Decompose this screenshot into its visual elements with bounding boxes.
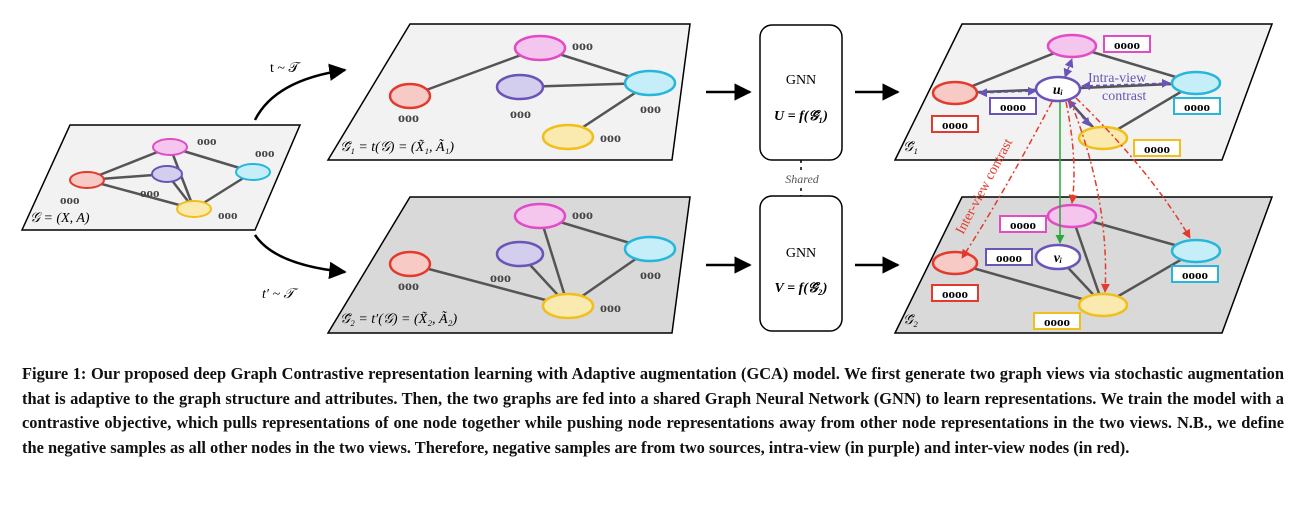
- feature-vector: oooo: [1114, 37, 1140, 52]
- feature-vector: ooo: [600, 131, 621, 146]
- feature-vector: oooo: [942, 117, 968, 132]
- anchor-node-u: uᵢ: [1053, 83, 1063, 98]
- feature-vector: ooo: [510, 107, 531, 122]
- intra-view-label-line2: contrast: [1102, 89, 1146, 104]
- feature-vector: ooo: [600, 301, 621, 316]
- feature-vector: oooo: [1010, 217, 1036, 232]
- inter-view-arrows: [961, 97, 1191, 293]
- feature-vector: ooo: [490, 271, 511, 286]
- gca-figure: ooo ooo ooo ooo ooo 𝒢 = (X, A) t ~ 𝒯 t′ …: [20, 23, 1274, 334]
- caption-text: Our proposed deep Graph Contrastive repr…: [22, 364, 1284, 457]
- figure-number: Figure 1:: [22, 364, 87, 383]
- augment-arrow-top: [253, 63, 347, 121]
- svg-text:GNN: GNN: [786, 246, 816, 261]
- shared-label: Shared: [785, 172, 820, 186]
- feature-vector: ooo: [572, 39, 593, 54]
- augment-arrow-bottom: [253, 234, 347, 280]
- output2-label: 𝒢̃₂: [903, 313, 918, 328]
- svg-text:U = f(𝒢̃₁): U = f(𝒢̃₁): [774, 109, 828, 124]
- output-view1-panel: uᵢ oooo oooo oooo oooo oooo Intra-view c…: [893, 23, 1274, 161]
- feature-vector: oooo: [1182, 267, 1208, 282]
- feature-vector: ooo: [640, 102, 661, 117]
- feature-vector: oooo: [1184, 99, 1210, 114]
- gnn-encoder-top: GNN U = f(𝒢̃₁): [759, 24, 843, 161]
- view1-label: 𝒢̃₁ = t(𝒢) = (X̃₁, Ã₁): [340, 138, 454, 155]
- svg-text:V = f(𝒢̃₂): V = f(𝒢̃₂): [775, 281, 828, 296]
- view2-label: 𝒢̃₂ = t′(𝒢) = (X̃₂, Ã₂): [340, 310, 457, 327]
- feature-vector: ooo: [640, 268, 661, 283]
- feature-vector: ooo: [398, 111, 419, 126]
- input-graph-panel: ooo ooo ooo ooo ooo 𝒢 = (X, A): [20, 124, 302, 231]
- gnn-encoder-bottom: GNN V = f(𝒢̃₂): [759, 195, 843, 332]
- output1-label: 𝒢̃₁: [903, 140, 918, 155]
- feature-vector: ooo: [572, 208, 593, 223]
- input-graph-label: 𝒢 = (X, A): [30, 211, 90, 226]
- feature-vector: ooo: [197, 133, 217, 148]
- feature-vector: oooo: [996, 250, 1022, 265]
- positive-node-v: vᵢ: [1054, 251, 1063, 266]
- feature-vector: ooo: [60, 192, 80, 207]
- intra-view-label-line1: Intra-view: [1088, 71, 1147, 86]
- output-view2-panel: vᵢ oooo oooo oooo oooo oooo 𝒢̃₂: [893, 196, 1274, 334]
- feature-vector: ooo: [218, 207, 238, 222]
- feature-vector: ooo: [140, 185, 160, 200]
- view1-panel: ooo ooo ooo ooo ooo 𝒢̃₁ = t(𝒢) = (X̃₁, Ã…: [326, 23, 691, 161]
- feature-vector: ooo: [398, 279, 419, 294]
- feature-vector: oooo: [1144, 141, 1170, 156]
- figure-caption: Figure 1: Our proposed deep Graph Contra…: [22, 362, 1284, 460]
- augment-top-label: t ~ 𝒯: [270, 61, 301, 76]
- feature-vector: oooo: [1044, 314, 1070, 329]
- view2-panel: ooo ooo ooo ooo ooo 𝒢̃₂ = t′(𝒢) = (X̃₂, …: [326, 196, 691, 334]
- svg-text:GNN: GNN: [786, 73, 816, 88]
- feature-vector: ooo: [255, 145, 275, 160]
- augment-bottom-label: t′ ~ 𝒯: [262, 287, 299, 302]
- feature-vector: oooo: [942, 286, 968, 301]
- feature-vector: oooo: [1000, 99, 1026, 114]
